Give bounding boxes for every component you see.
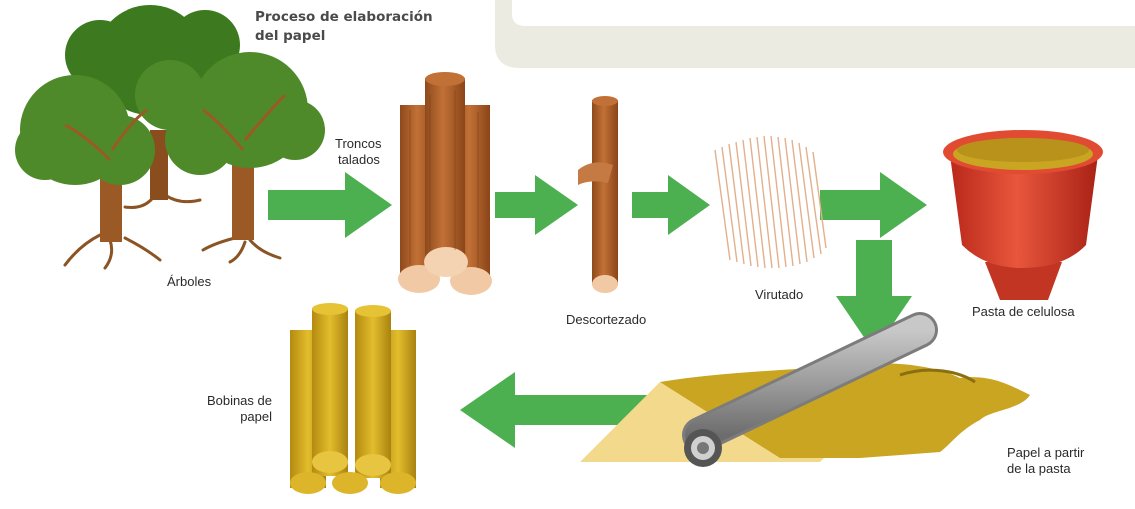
label-bobinas-line1: Bobinas de: [206, 393, 272, 408]
paper-rolls-illustration: [290, 303, 416, 494]
diagram-title-line2: del papel: [255, 28, 326, 44]
trees-illustration: [15, 5, 325, 270]
label-papel-line2: de la pasta: [1007, 461, 1071, 476]
pulp-vat-illustration: [943, 130, 1103, 300]
arrow-chips-to-vat: [820, 172, 927, 238]
arrow-debark-to-chips: [632, 175, 710, 235]
label-arboles: Árboles: [167, 274, 212, 289]
label-descortezado: Descortezado: [566, 312, 647, 327]
diagram-title-line1: Proceso de elaboración: [255, 9, 433, 25]
arrow-logs-to-debark: [495, 175, 578, 235]
arrow-press-to-rolls: [460, 372, 690, 448]
label-virutado: Virutado: [755, 287, 804, 302]
label-papel-line1: Papel a partir: [1007, 445, 1085, 460]
label-bobinas-line2: papel: [240, 409, 272, 424]
label-pasta-de-celulosa: Pasta de celulosa: [972, 304, 1075, 319]
wood-chips-illustration: [714, 135, 827, 269]
arrow-trees-to-logs: [268, 172, 392, 238]
label-troncos-line1: Troncos: [335, 136, 382, 151]
debarked-log-illustration: [578, 96, 618, 293]
label-troncos-line2: talados: [338, 152, 380, 167]
logs-illustration: [398, 72, 492, 295]
paper-press-illustration: [580, 312, 1030, 467]
